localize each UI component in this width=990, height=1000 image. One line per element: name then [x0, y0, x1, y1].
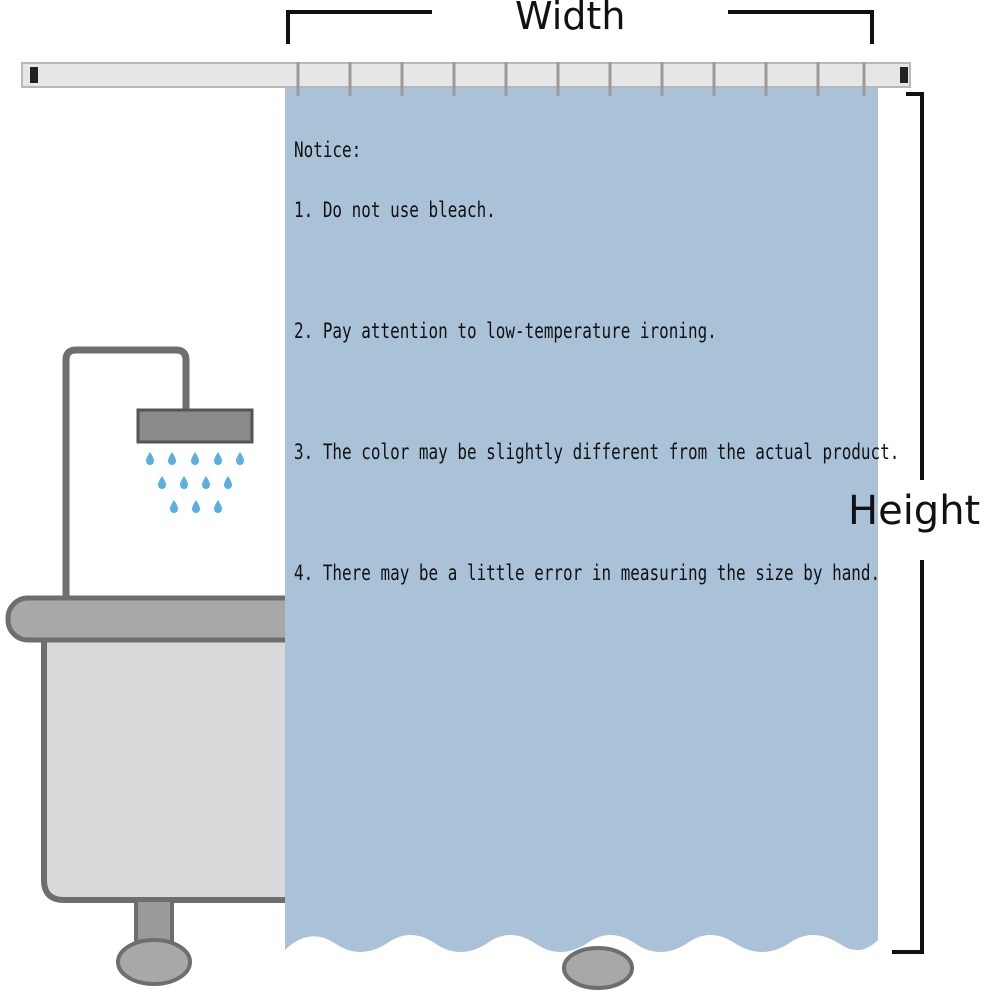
notice-item-3: 3. The color may be slightly different f…: [294, 440, 900, 464]
height-dimension-bracket: [892, 92, 924, 954]
shower-head: [62, 346, 254, 600]
width-label: Width: [515, 0, 626, 38]
width-dimension-bracket: [286, 10, 874, 44]
shower-rod: [21, 62, 911, 88]
curtain-rings: [296, 62, 866, 96]
water-drops: [146, 452, 244, 513]
shower-curtain: [285, 88, 878, 952]
notice-item-2: 2. Pay attention to low-temperature iron…: [294, 319, 717, 343]
notice-title: Notice:: [294, 138, 362, 162]
height-label: Height: [848, 488, 981, 534]
notice-item-4: 4. There may be a little error in measur…: [294, 561, 881, 585]
bathtub: [5, 595, 634, 990]
notice-item-1: 1. Do not use bleach.: [294, 198, 496, 222]
